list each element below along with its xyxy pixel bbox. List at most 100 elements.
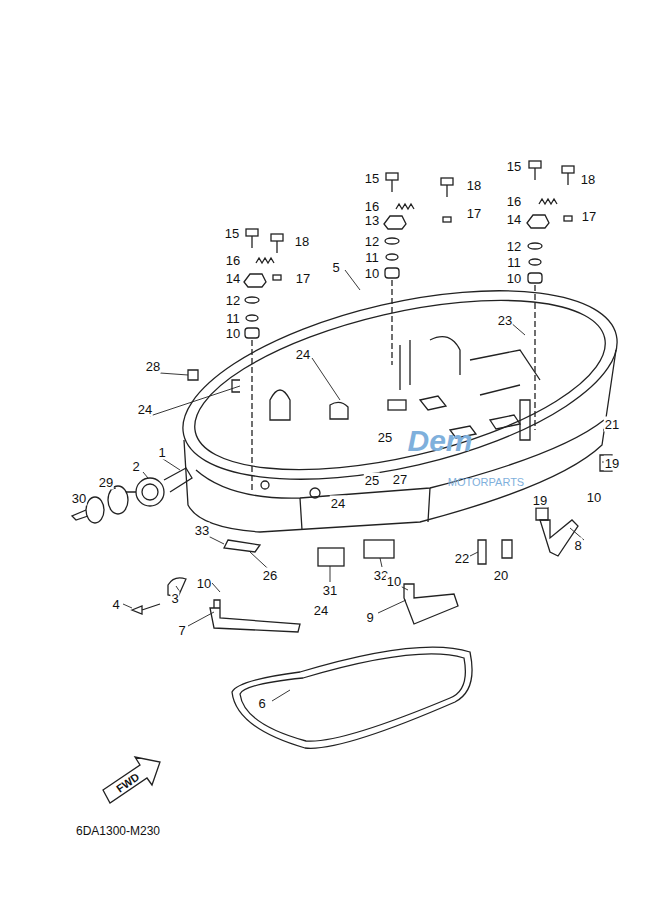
washer-symbol [528, 243, 542, 249]
callout-number: 31 [322, 583, 338, 598]
watermark: MOTORPARTS [447, 475, 525, 490]
callout-number: 18 [294, 234, 310, 249]
callout-number: 10 [225, 326, 241, 341]
bolt-symbol [386, 173, 398, 180]
callout-number: 1 [157, 445, 166, 460]
callout-number: 18 [580, 172, 596, 187]
callout-number: 24 [330, 496, 346, 511]
washer-symbol [529, 259, 541, 265]
watermark: Dem [406, 433, 473, 448]
leader-line [380, 558, 382, 567]
callout-number: 14 [225, 271, 241, 286]
callout-number: 33 [194, 523, 210, 538]
bolt-symbol [562, 166, 574, 173]
callout-number: 16 [364, 199, 380, 214]
bolt-symbol [391, 180, 392, 192]
callout-number: 18 [466, 178, 482, 193]
bolt-symbol [271, 234, 283, 241]
callout-number: 3 [170, 591, 179, 606]
callout-number: 10 [364, 266, 380, 281]
clip-symbol [564, 216, 572, 221]
callout-number: 24 [295, 347, 311, 362]
callout-number: 15 [364, 171, 380, 186]
callout-number: 23 [497, 313, 513, 328]
leader-line [160, 373, 188, 375]
callout-number: 22 [454, 551, 470, 566]
washer-symbol [246, 315, 258, 321]
callout-number: 16 [506, 194, 522, 209]
callout-number: 13 [364, 213, 380, 228]
callout-number: 2 [131, 459, 140, 474]
callout-number: 7 [177, 623, 186, 638]
bolt-symbol [441, 178, 453, 185]
callout-number: 25 [364, 473, 380, 488]
bracket-symbol [527, 215, 549, 228]
callout-number: 17 [581, 209, 597, 224]
spring-symbol [539, 199, 557, 204]
leader-line [345, 270, 360, 290]
washer-symbol [385, 238, 399, 244]
guide-line [251, 340, 252, 490]
callout-number: 6 [257, 696, 266, 711]
callout-number: 25 [377, 430, 393, 445]
washer-symbol [245, 297, 259, 303]
bolt-symbol [276, 241, 277, 253]
leader-line [312, 358, 340, 400]
callout-number: 10 [386, 574, 402, 589]
callout-number: 10 [506, 271, 522, 286]
callout-number: 15 [506, 159, 522, 174]
callout-number: 12 [506, 239, 522, 254]
callout-number: 4 [111, 597, 120, 612]
callout-number: 24 [137, 402, 153, 417]
bolt-symbol [529, 161, 541, 168]
leader-line [123, 604, 132, 608]
callout-number: 29 [98, 475, 114, 490]
bolt-symbol [567, 173, 568, 185]
clip-symbol [443, 217, 451, 222]
spring-symbol [256, 258, 274, 263]
leader-line [470, 552, 478, 556]
grommet-symbol [385, 268, 399, 278]
leader-line [208, 536, 224, 544]
clip-symbol [273, 275, 281, 280]
leader-line [188, 612, 214, 626]
leader-line [150, 386, 240, 416]
callout-number: 16 [225, 253, 241, 268]
bolt-symbol [246, 229, 258, 236]
callout-number: 15 [224, 226, 240, 241]
callout-number: 11 [506, 255, 522, 270]
callout-number: 28 [145, 359, 161, 374]
grommet-symbol [528, 273, 542, 283]
callout-number: 27 [392, 472, 408, 487]
callout-number: 5 [331, 260, 340, 275]
callout-number: 12 [225, 293, 241, 308]
callout-number: 12 [364, 234, 380, 249]
callout-number: 30 [71, 491, 87, 506]
guide-line [391, 280, 392, 365]
callout-number: 24 [313, 603, 329, 618]
leader-line [143, 472, 148, 478]
callout-number: 17 [295, 271, 311, 286]
bracket-symbol [384, 216, 406, 229]
leader-line [330, 566, 331, 582]
callout-number: 11 [225, 311, 241, 326]
callout-number: 14 [506, 212, 522, 227]
callout-number: 11 [364, 250, 380, 265]
spring-symbol [396, 204, 414, 209]
direction-mark: FWD [113, 769, 144, 797]
washer-symbol [386, 254, 398, 260]
callout-number: 19 [532, 493, 548, 508]
bolt-symbol [446, 185, 447, 197]
guide-line [534, 285, 535, 430]
callout-number: 9 [365, 610, 374, 625]
leader-line [212, 583, 220, 592]
bolt-symbol [251, 236, 252, 248]
diagram-code: 6DA1300-M230 [75, 824, 161, 839]
bolt-symbol [534, 168, 535, 180]
callout-number: 20 [493, 568, 509, 583]
callout-number: 17 [466, 206, 482, 221]
leader-line [272, 690, 290, 701]
callout-number: 10 [196, 576, 212, 591]
